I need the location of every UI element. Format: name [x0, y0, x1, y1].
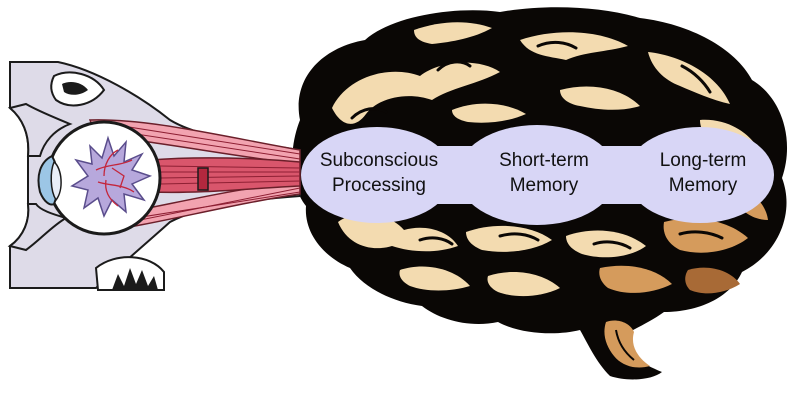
optic-nerve [150, 158, 300, 193]
eye-anatomy-icon [10, 62, 300, 290]
stage-label-short-term: Short-term Memory [474, 148, 614, 198]
stage-label-subconscious: Subconscious Processing [309, 148, 449, 198]
stage-label-long-term: Long-term Memory [633, 148, 773, 198]
nerve-band [198, 168, 208, 190]
